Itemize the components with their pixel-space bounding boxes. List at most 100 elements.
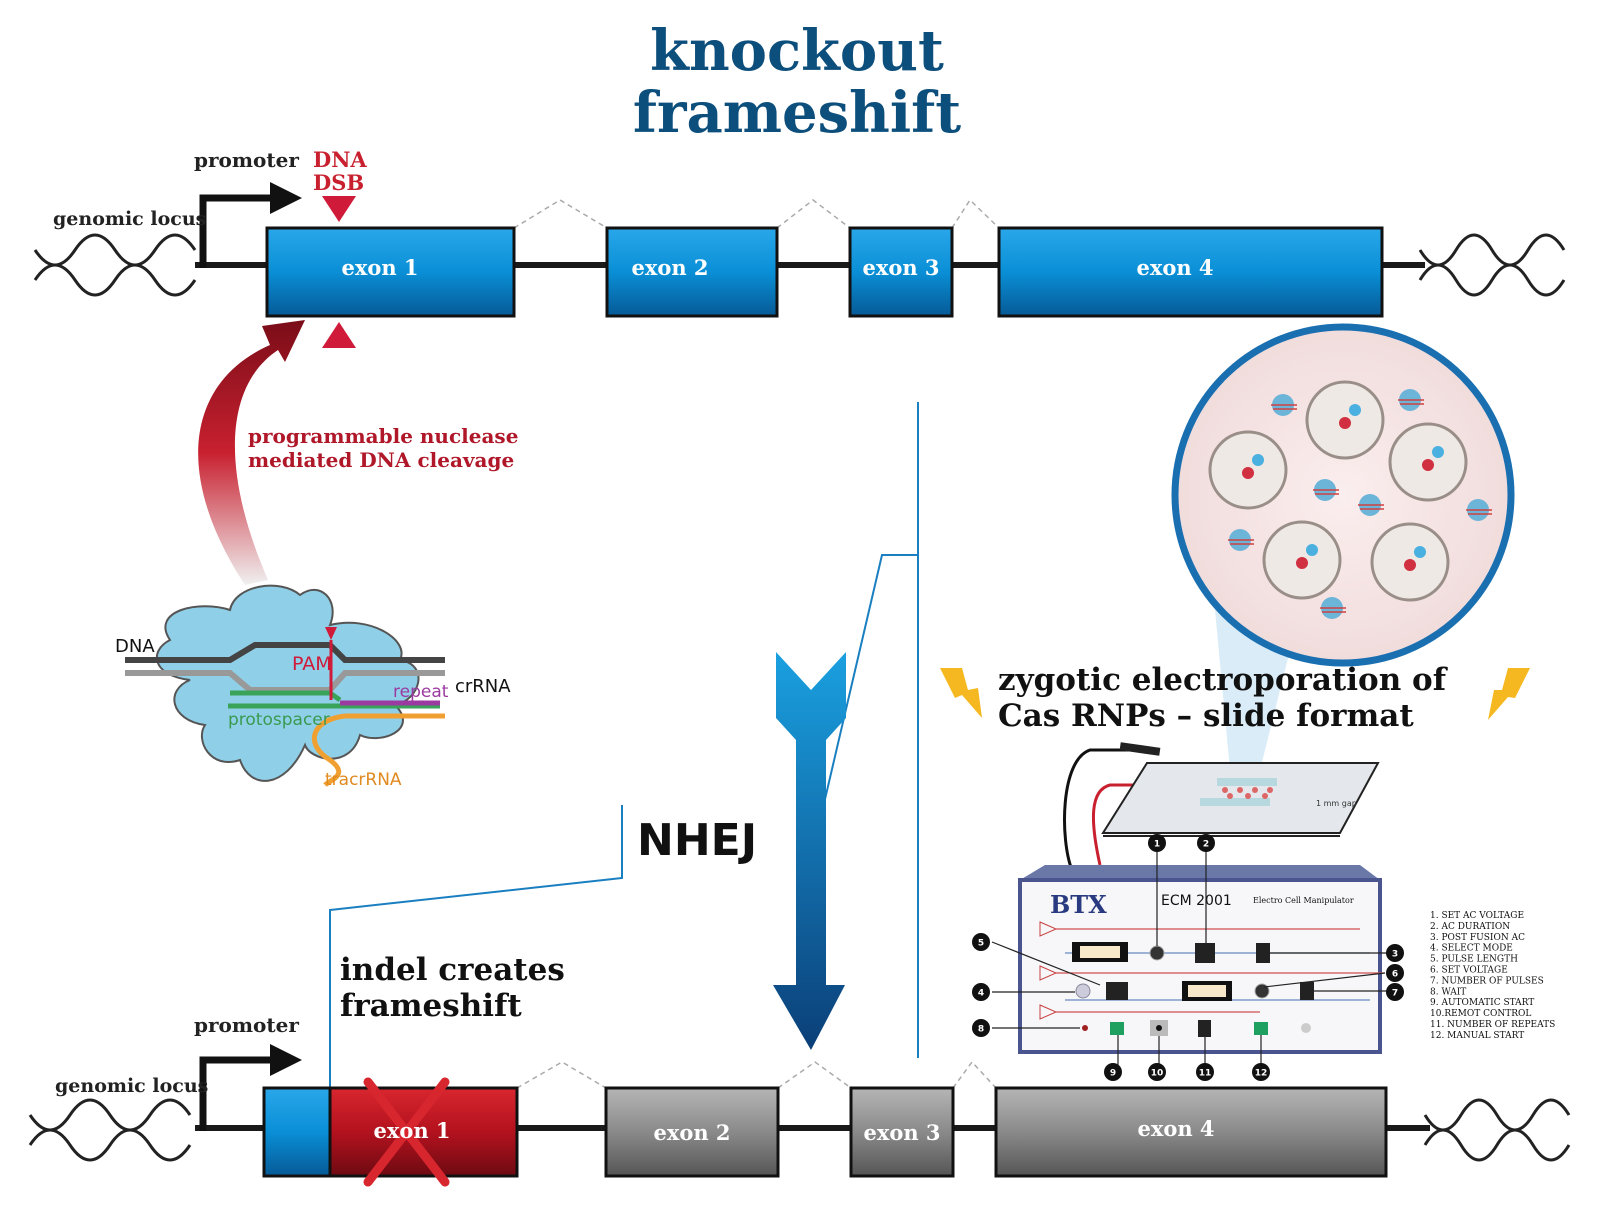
device-brand: BTX [1050, 890, 1107, 919]
legend-item: 2. AC DURATION [1430, 922, 1510, 932]
zygote [1388, 422, 1468, 502]
callout-number: 12 [1255, 1069, 1268, 1079]
top-exon-1 [265, 226, 516, 318]
bottom-exon-1-label: exon 1 [373, 1118, 450, 1143]
callout-number: 7 [1392, 989, 1398, 999]
top-exon-2-label: exon 2 [631, 255, 708, 280]
legend-item: 12. MANUAL START [1430, 1031, 1524, 1041]
top-exon-2 [605, 226, 779, 318]
callout-marker [1386, 964, 1404, 982]
promoter-arrow-bottom [199, 1056, 275, 1131]
device-subtitle: Electro Cell Manipulator [1253, 896, 1354, 905]
callout-marker [1386, 944, 1404, 962]
top-exon-3-label: exon 3 [862, 255, 939, 280]
nhej-down-arrow [773, 652, 846, 1050]
bottom-exon-2 [604, 1086, 780, 1178]
bottom-promoter-label: promoter [194, 1013, 299, 1037]
cas9-tracrrna-label: tracrRNA [325, 770, 402, 790]
bottom-genomic-locus-label: genomic locus [55, 1075, 208, 1097]
splice-lines [513, 198, 1000, 229]
cas9-rnp-complex: DNA PAM repeat crRNA protospacer tracrRN… [115, 584, 511, 790]
connector-line-right [821, 402, 919, 1058]
cas9-repeat-label: repeat [393, 682, 449, 702]
cas9-pam-label: PAM [292, 653, 332, 675]
cas-rnp [1271, 394, 1297, 416]
nhej-label: NHEJ [637, 815, 757, 866]
top-exon-3 [848, 226, 954, 318]
callout-marker [1197, 834, 1215, 852]
callout-marker [1196, 1063, 1214, 1081]
zygote [1370, 522, 1450, 602]
legend-item: 8. WAIT [1430, 987, 1466, 997]
cas9-crrna-label: crRNA [455, 676, 511, 697]
bottom-exon-3-label: exon 3 [863, 1120, 940, 1145]
indel-label-1: indel creates [340, 952, 565, 988]
dna-helix-left [33, 233, 197, 297]
bottom-exon-3 [849, 1086, 955, 1178]
cas9-protein [155, 584, 420, 782]
callout-number: 3 [1392, 950, 1398, 960]
callout-marker [972, 933, 990, 951]
legend-item: 6. SET VOLTAGE [1430, 966, 1508, 976]
bottom-exon-2-label: exon 2 [653, 1120, 730, 1145]
callout-marker [1148, 834, 1166, 852]
lightning-bolt-left-icon [940, 668, 982, 718]
dna-helix-right-bottom [1423, 1098, 1571, 1162]
callout-marker [1386, 983, 1404, 1001]
promoter-arrowhead-bottom [270, 1044, 302, 1076]
title-line-1: knockout [650, 18, 944, 84]
legend-item: 11. NUMBER OF REPEATS [1430, 1020, 1555, 1030]
legend-item: 7. NUMBER OF PULSES [1430, 976, 1544, 986]
top-exon-1-label: exon 1 [341, 255, 418, 280]
callout-marker [1148, 1063, 1166, 1081]
legend-item: 5. PULSE LENGTH [1430, 955, 1518, 965]
callout-number: 2 [1203, 840, 1209, 850]
cas9-dna-label: DNA [115, 636, 155, 657]
top-exon-4 [997, 226, 1384, 318]
dna-helix-right [1418, 233, 1566, 297]
slide-gap-label: 1 mm gap [1316, 799, 1357, 808]
top-locus: genomic locus promoter DNA DSB exon 1 ex… [33, 147, 1566, 348]
title-line-2: frameshift [633, 80, 961, 146]
callout-number: 8 [978, 1025, 984, 1035]
cas9-protospacer-label: protospacer [228, 710, 330, 730]
callout-marker [1104, 1063, 1122, 1081]
bottom-exon-4 [994, 1086, 1388, 1178]
callout-marker [1252, 1063, 1270, 1081]
callout-number: 1 [1154, 840, 1160, 850]
cas-rnp [1320, 597, 1346, 619]
indel-label-2: frameshift [340, 988, 522, 1024]
callout-number: 11 [1199, 1069, 1212, 1079]
cas-rnp [1358, 494, 1384, 516]
lightning-bolt-right-icon [1488, 668, 1530, 720]
bottom-exon-1-intact [262, 1086, 332, 1178]
cross-out-x-icon [363, 1077, 450, 1187]
top-genomic-locus-label: genomic locus [53, 208, 206, 230]
legend-item: 4. SELECT MODE [1430, 944, 1513, 954]
legend-item: 10.REMOT CONTROL [1430, 1009, 1531, 1019]
legend-item: 9. AUTOMATIC START [1430, 998, 1534, 1008]
dna-helix-left-bottom [28, 1098, 192, 1162]
electroporation-label-1: zygotic electroporation of [998, 662, 1448, 698]
electroporation-label-2: Cas RNPs – slide format [998, 698, 1414, 734]
cleavage-label-1: programmable nuclease [248, 424, 518, 448]
cas-rnp [1466, 499, 1492, 521]
cleavage-label-2: mediated DNA cleavage [248, 448, 514, 472]
dsb-label-1: DNA [313, 147, 367, 172]
callout-number: 4 [978, 989, 984, 999]
bottom-exon-4-label: exon 4 [1137, 1116, 1214, 1141]
legend-item: 3. POST FUSION AC [1430, 933, 1525, 943]
callout-number: 5 [978, 939, 984, 949]
top-exon-4-label: exon 4 [1136, 255, 1213, 280]
zygote [1262, 520, 1342, 600]
cas-rnp [1313, 479, 1339, 501]
callout-number: 10 [1151, 1069, 1164, 1079]
callout-number: 6 [1392, 970, 1398, 980]
callout-marker [972, 983, 990, 1001]
promoter-arrow [199, 194, 275, 268]
device-model: ECM 2001 [1161, 893, 1232, 909]
